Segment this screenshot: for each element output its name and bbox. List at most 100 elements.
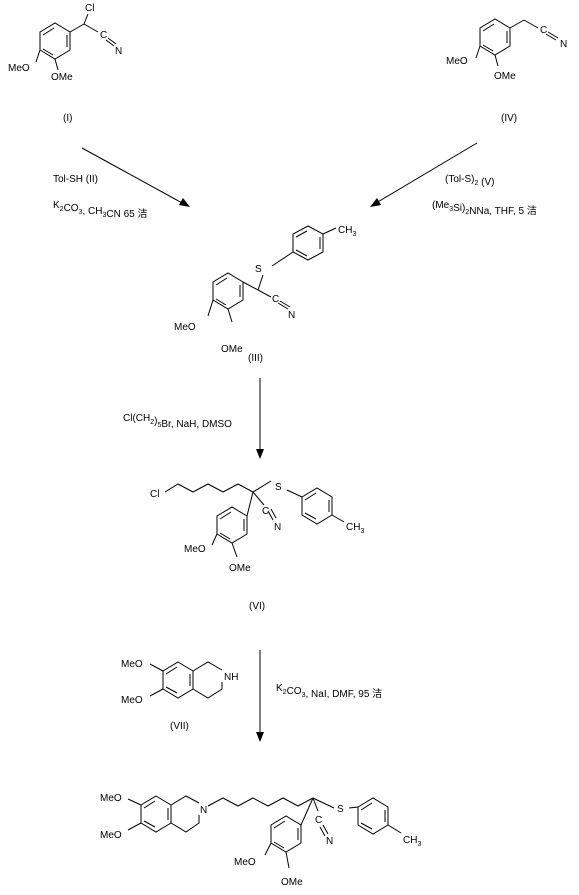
compound-I-triple-bond (105, 39, 115, 47)
tolyl-ring (357, 797, 389, 835)
s-aryl-bond (271, 251, 294, 267)
compound-IV-triple-bond (545, 33, 557, 41)
methoxy-bond (285, 851, 290, 869)
triple-bond (322, 824, 329, 835)
carbon-atom: C (315, 815, 322, 826)
step3-conditions: Cl(CH2)5Br, NaH, DMSO (123, 413, 232, 430)
nitrogen-atom: N (288, 310, 295, 321)
compound-VII-label: (VII) (170, 721, 189, 732)
methoxy-bond (231, 542, 238, 558)
double-bond (143, 820, 156, 828)
double-bond (273, 841, 285, 849)
reaction-arrow-step1 (81, 147, 190, 207)
compound-III-label: (III) (248, 353, 263, 364)
compound-I-bond (69, 23, 85, 33)
c-s-bond (312, 797, 335, 809)
triple-bond (279, 300, 291, 308)
c-cn-bond (312, 797, 319, 812)
triple-bond (319, 826, 326, 837)
benzo-ring (162, 661, 194, 699)
double-bond (304, 512, 317, 520)
compound-IV-bond (475, 45, 481, 59)
compound-IV-double-bond (482, 44, 494, 52)
c-aryl-bond (246, 491, 254, 517)
compound-IV-bond (523, 19, 539, 29)
methoxy-group: OMe (221, 344, 243, 355)
reaction-arrow-step3 (256, 378, 264, 459)
methoxy-group: OMe (229, 563, 251, 574)
methoxy-bond (227, 308, 233, 323)
methoxy-group: MeO (8, 63, 30, 74)
carbon-atom: C (540, 25, 547, 36)
sulfur-atom: S (275, 482, 282, 493)
reaction-arrow-step2 (370, 142, 478, 207)
c-s-bond (252, 480, 272, 493)
carbon-atom: C (100, 30, 107, 41)
triple-bond (270, 508, 277, 519)
compound-I: Cl C N MeO OMe (I) (8, 3, 122, 124)
carbon-atom: C (272, 294, 279, 305)
step4-conditions: K2CO3, NaI, DMF, 95 洁 (276, 683, 382, 700)
tolyl-ring (292, 225, 324, 261)
double-bond (165, 666, 178, 675)
methoxy-group: OMe (281, 877, 303, 888)
methoxy-bond (127, 798, 142, 806)
triple-bond (277, 302, 289, 310)
methoxy-bond (264, 842, 272, 856)
final-product: MeO MeO N S C N CH3 MeO OMe (100, 793, 421, 888)
compound-VII: MeO MeO NH (VII) (121, 659, 238, 732)
compound-I-double-bond (42, 48, 54, 56)
methoxy-group: MeO (121, 695, 143, 706)
compound-IV: C N MeO OMe (IV) (446, 18, 567, 124)
s-aryl-bond (286, 489, 303, 498)
tolyl-ring (301, 487, 333, 525)
methoxy-group: MeO (174, 322, 196, 333)
c-aryl-bond (300, 797, 314, 826)
methoxy-group: MeO (100, 793, 122, 804)
double-bond (360, 822, 373, 830)
compound-I-bond (35, 49, 41, 63)
double-bond (215, 277, 228, 286)
double-bond (219, 532, 231, 540)
double-bond (295, 249, 308, 257)
methoxy-bond (211, 533, 218, 546)
compound-IV-label: (IV) (501, 113, 517, 124)
methyl-group: CH3 (346, 522, 364, 535)
nitrogen-atom: N (326, 836, 333, 847)
piperidine-ring (192, 661, 223, 672)
methoxy-bond (127, 822, 142, 831)
methoxy-group: MeO (446, 56, 468, 67)
compound-I-label: (I) (63, 113, 72, 124)
ring-c-bond (242, 281, 259, 291)
aryl-ring (216, 506, 248, 544)
double-bond (295, 230, 308, 238)
methoxy-group: MeO (100, 830, 122, 841)
methoxy-bond (207, 299, 214, 317)
compound-IV-bond (509, 19, 525, 29)
compound-IV-bond (494, 54, 499, 67)
methyl-bond (331, 514, 345, 523)
triple-bond (267, 510, 274, 521)
double-bond (165, 686, 178, 694)
methoxy-group: MeO (121, 659, 143, 670)
step2-reagent: (Tol-S)2 (V) (445, 174, 494, 188)
compound-III: S CH3 C N MeO OMe (III) (174, 225, 356, 364)
piperidine-ring (170, 795, 200, 806)
nitrogen-atom: N (560, 39, 567, 50)
sulfur-atom: S (255, 264, 262, 275)
step1-conditions: K2CO3, CH3CN 65 洁 (53, 200, 148, 220)
nitrogen-atom: N (274, 522, 281, 533)
chlorine-atom: Cl (150, 489, 159, 500)
compound-IV-triple-bond (547, 31, 559, 39)
compound-I-bond (54, 58, 59, 71)
double-bond (219, 511, 232, 520)
methoxy-group: OMe (51, 72, 73, 83)
nitrogen-atom: N (200, 805, 207, 816)
double-bond (273, 820, 286, 829)
reaction-arrow-step4 (256, 650, 264, 742)
carbon-atom: C (262, 506, 269, 517)
chlorine-atom: Cl (85, 3, 94, 14)
compound-I-triple-bond (107, 37, 117, 45)
